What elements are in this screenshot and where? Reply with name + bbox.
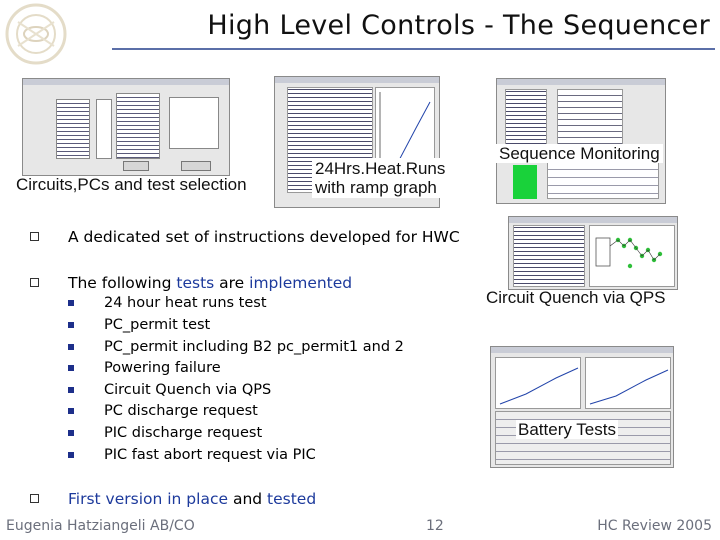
caption-sequence-monitoring: Sequence Monitoring — [496, 144, 663, 163]
hollow-square-bullet-icon — [30, 278, 39, 287]
test-name: 24 hour heat runs test — [104, 295, 267, 311]
battery-tests-screenshot — [490, 346, 674, 468]
filled-square-bullet-icon — [68, 344, 74, 350]
footer-event: HC Review 2005 — [597, 518, 712, 534]
caption-circuits-selection: Circuits,PCs and test selection — [16, 175, 247, 194]
cern-logo-watermark — [4, 2, 68, 66]
title-divider — [112, 48, 715, 50]
caption-heat-runs: 24Hrs.Heat.Runs with ramp graph — [312, 158, 449, 198]
bullet-text: First version in place and tested — [68, 490, 317, 508]
circuits-selection-screenshot — [22, 78, 230, 176]
test-name: PC discharge request — [104, 403, 258, 419]
test-name: PC_permit including B2 pc_permit1 and 2 — [104, 339, 404, 355]
bullet-text: The following tests are implemented — [68, 274, 353, 292]
filled-square-bullet-icon — [68, 408, 74, 414]
test-name: PC_permit test — [104, 317, 211, 333]
hollow-square-bullet-icon — [30, 494, 39, 503]
caption-heat-runs-line2: with ramp graph — [315, 178, 437, 197]
test-name: PIC discharge request — [104, 425, 263, 441]
test-name: PIC fast abort request via PIC — [104, 447, 316, 463]
filled-square-bullet-icon — [68, 322, 74, 328]
test-name: Powering failure — [104, 360, 221, 376]
status-green-block — [513, 165, 537, 199]
caption-battery-tests: Battery Tests — [516, 420, 618, 439]
test-name: Circuit Quench via QPS — [104, 382, 272, 398]
sequence-monitoring-screenshot — [496, 78, 666, 204]
bullet-text: A dedicated set of instructions develope… — [68, 228, 460, 246]
circuit-quench-screenshot — [508, 216, 678, 290]
footer-author: Eugenia Hatziangeli AB/CO — [6, 518, 195, 534]
filled-square-bullet-icon — [68, 452, 74, 458]
filled-square-bullet-icon — [68, 387, 74, 393]
hollow-square-bullet-icon — [30, 232, 39, 241]
filled-square-bullet-icon — [68, 430, 74, 436]
footer-page-number: 12 — [426, 518, 444, 534]
caption-circuit-quench: Circuit Quench via QPS — [486, 288, 666, 307]
page-title: High Level Controls - The Sequencer — [207, 10, 710, 41]
filled-square-bullet-icon — [68, 300, 74, 306]
filled-square-bullet-icon — [68, 365, 74, 371]
caption-heat-runs-line1: 24Hrs.Heat.Runs — [315, 159, 446, 178]
